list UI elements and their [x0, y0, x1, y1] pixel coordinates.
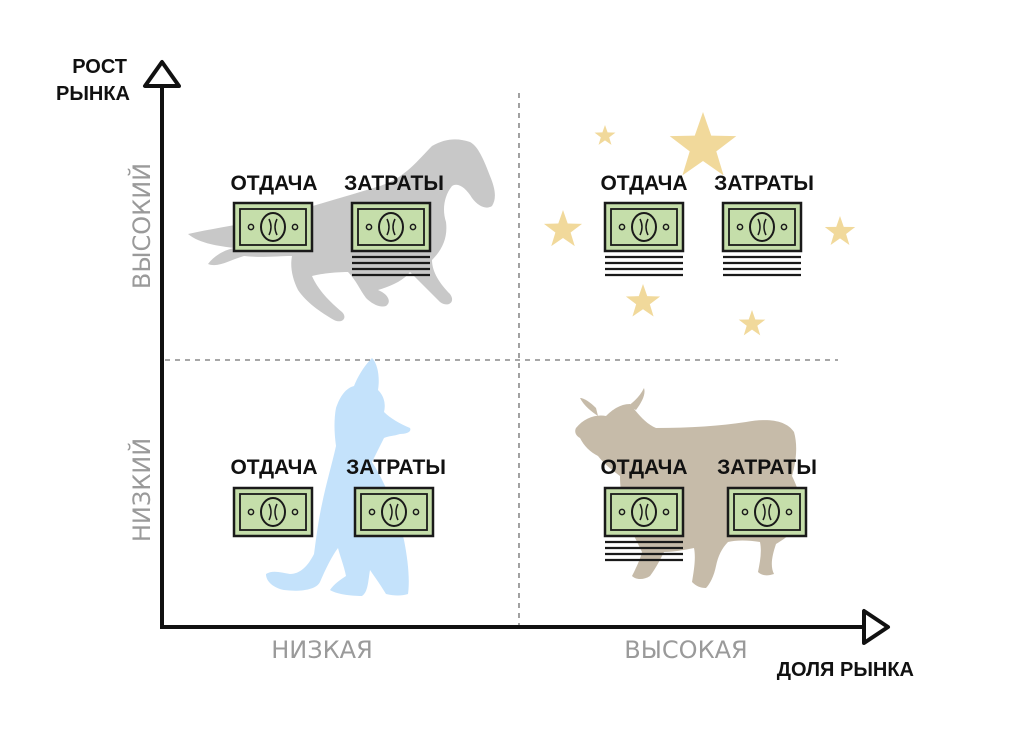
money-bill-icon: [353, 486, 435, 538]
star-icon: [594, 125, 616, 145]
y-low-label: НИЗКИЙ: [127, 438, 156, 542]
cost-label: ЗАТРАТЫ: [714, 172, 814, 195]
y-axis-arrow-icon: [143, 60, 181, 88]
money-bill-icon: [232, 201, 314, 253]
y-axis: [143, 60, 181, 628]
stars-group: [543, 112, 856, 336]
star-icon: [824, 216, 856, 245]
star-icon: [738, 310, 766, 336]
star-icon: [625, 284, 661, 317]
quadrant-bottom-left: ОТДАЧА ЗАТРАТЫ: [230, 456, 446, 538]
cost-label: ЗАТРАТЫ: [346, 456, 446, 479]
money-stack-icon: [603, 201, 685, 277]
x-axis-title: ДОЛЯ РЫНКА: [777, 659, 914, 681]
cost-label: ЗАТРАТЫ: [717, 456, 817, 479]
quadrant-top-right: ОТДАЧА ЗАТРАТЫ: [600, 172, 814, 277]
y-axis-title-line1: РОСТ: [72, 56, 127, 78]
y-high-label: ВЫСОКИЙ: [127, 163, 156, 289]
return-label: ОТДАЧА: [600, 172, 687, 195]
return-label: ОТДАЧА: [600, 456, 687, 479]
x-axis-arrow-icon: [862, 609, 890, 645]
return-label: ОТДАЧА: [230, 172, 317, 195]
cost-label: ЗАТРАТЫ: [344, 172, 444, 195]
cow-silhouette: [575, 388, 801, 588]
quadrant-bottom-right: ОТДАЧА ЗАТРАТЫ: [600, 456, 817, 562]
x-high-label: ВЫСОКАЯ: [624, 636, 747, 664]
x-axis: [160, 609, 890, 645]
money-stack-icon: [721, 201, 803, 277]
star-icon: [543, 210, 583, 247]
y-axis-title-line2: РЫНКА: [56, 83, 130, 105]
quadrant-top-left: ОТДАЧА ЗАТРАТЫ: [230, 172, 444, 277]
return-label: ОТДАЧА: [230, 456, 317, 479]
money-bill-icon: [232, 486, 314, 538]
money-bill-icon: [726, 486, 808, 538]
x-low-label: НИЗКАЯ: [271, 636, 373, 664]
star-icon: [669, 112, 737, 176]
